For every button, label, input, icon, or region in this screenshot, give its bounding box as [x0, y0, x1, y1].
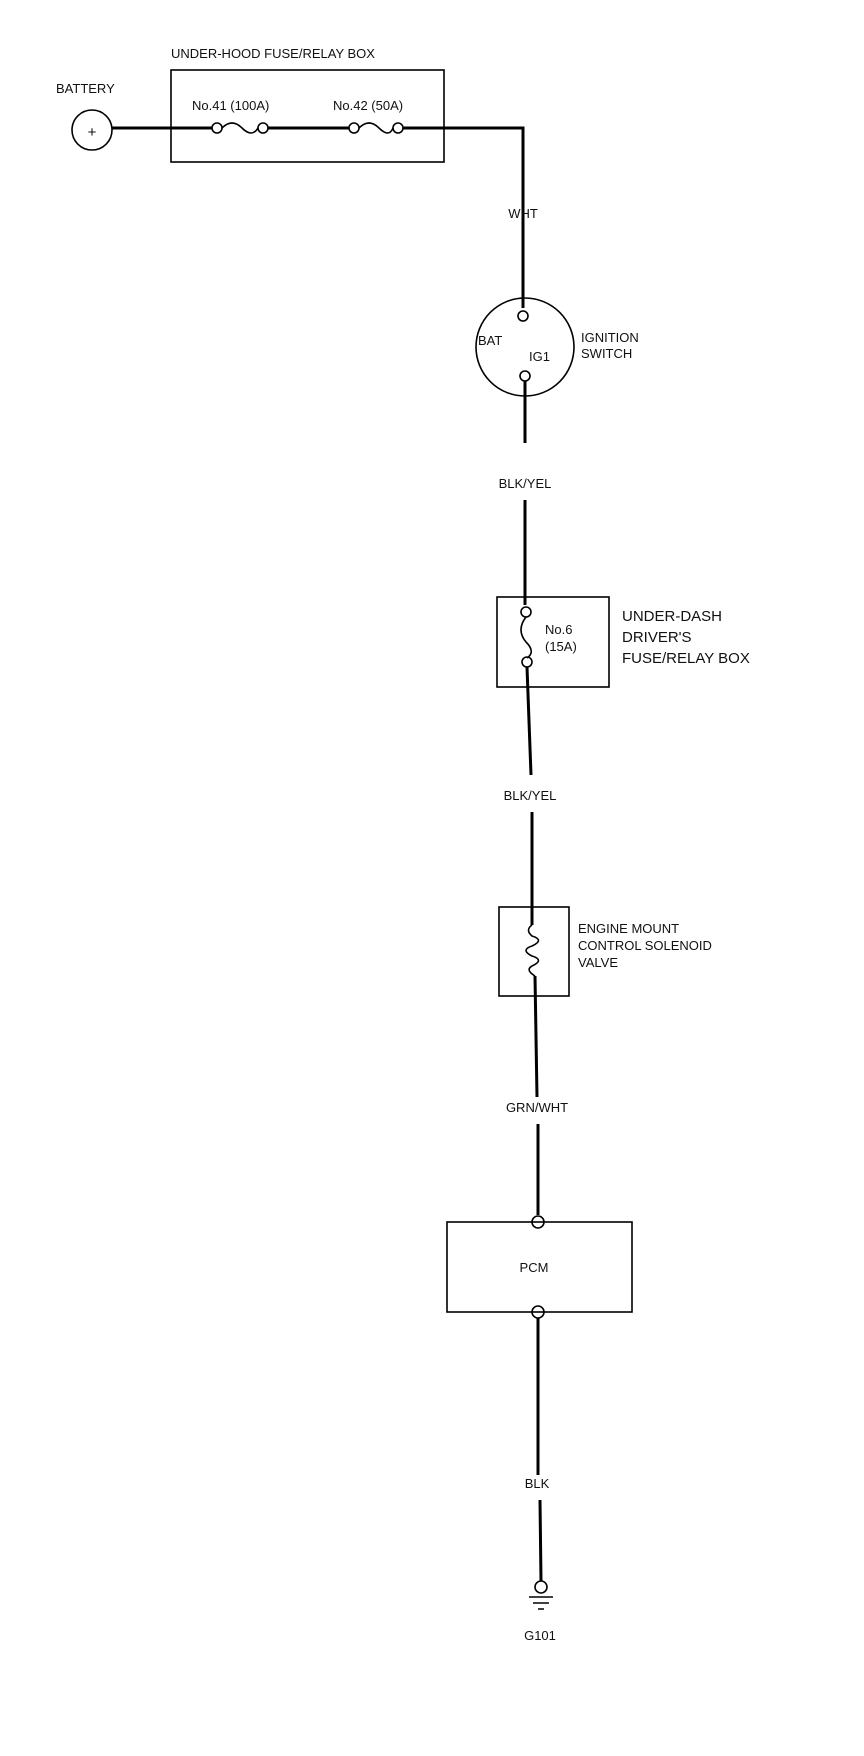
- terminal-ig1-label: IG1: [529, 349, 550, 364]
- battery: BATTERY +: [56, 81, 115, 151]
- ground-terminal: [534, 1580, 548, 1594]
- ground-icon: [529, 1596, 553, 1610]
- underdash-title-3: FUSE/RELAY BOX: [622, 650, 750, 667]
- battery-symbol: [71, 109, 113, 151]
- ground-g101: G101: [524, 1580, 556, 1643]
- solenoid-title-3: VALVE: [578, 955, 618, 970]
- underhood-box-title: UNDER-HOOD FUSE/RELAY BOX: [171, 46, 375, 61]
- fuse-no42-icon: [348, 122, 404, 134]
- fuse-no6-terminal-bottom: [521, 656, 533, 668]
- wire-label-blk: BLK: [525, 1476, 550, 1491]
- solenoid-title-2: CONTROL SOLENOID: [578, 938, 712, 953]
- fuse-no6-terminal-top: [520, 606, 532, 618]
- underdash-box-outline: [496, 596, 610, 688]
- wire-label-grn-wht: GRN/WHT: [506, 1100, 568, 1115]
- underdash-title-1: UNDER-DASH: [622, 608, 722, 625]
- ignition-switch: BAT IG1 IGNITION SWITCH: [475, 297, 639, 397]
- solenoid-coil-icon: [525, 924, 540, 977]
- terminal-bat-label: BAT: [478, 333, 502, 348]
- wire-label-blk-yel-1: BLK/YEL: [499, 476, 552, 491]
- pcm-label: PCM: [520, 1260, 549, 1275]
- underdash-fuse-relay-box: No.6 (15A) UNDER-DASH DRIVER'S FUSE/RELA…: [496, 596, 750, 688]
- pcm-terminal-top: [531, 1215, 545, 1229]
- underdash-title-2: DRIVER'S: [622, 629, 692, 646]
- fuse-no42-label: No.42 (50A): [333, 98, 403, 113]
- wire-label-blk-yel-2: BLK/YEL: [504, 788, 557, 803]
- pcm: PCM: [446, 1215, 633, 1319]
- wire-label-wht: WHT: [508, 206, 538, 221]
- wire-blk-b: [538, 1499, 543, 1582]
- solenoid-title-1: ENGINE MOUNT: [578, 921, 679, 936]
- wire-wht: [403, 126, 525, 308]
- underhood-fuse-relay-box: UNDER-HOOD FUSE/RELAY BOX No.41 (100A) N…: [170, 46, 445, 163]
- ignition-switch-title-1: IGNITION: [581, 330, 639, 345]
- battery-label: BATTERY: [56, 81, 115, 96]
- ignition-switch-title-2: SWITCH: [581, 346, 632, 361]
- battery-plus-icon: +: [88, 124, 97, 141]
- terminal-bat-icon: [517, 310, 529, 322]
- underhood-box-outline: [170, 69, 445, 163]
- fuse-no6-label: No.6: [545, 622, 572, 637]
- fuse-no41-icon: [211, 122, 269, 134]
- ground-label: G101: [524, 1628, 556, 1643]
- fuse-no6-rating: (15A): [545, 639, 577, 654]
- fuse-no41-label: No.41 (100A): [192, 98, 269, 113]
- wire-blk-yel-2a: [525, 666, 533, 776]
- terminal-ig1-icon: [519, 370, 531, 382]
- fuse-no6-icon: [520, 616, 533, 659]
- pcm-box-outline: [446, 1221, 633, 1313]
- wire-grn-wht-a: [533, 975, 539, 1098]
